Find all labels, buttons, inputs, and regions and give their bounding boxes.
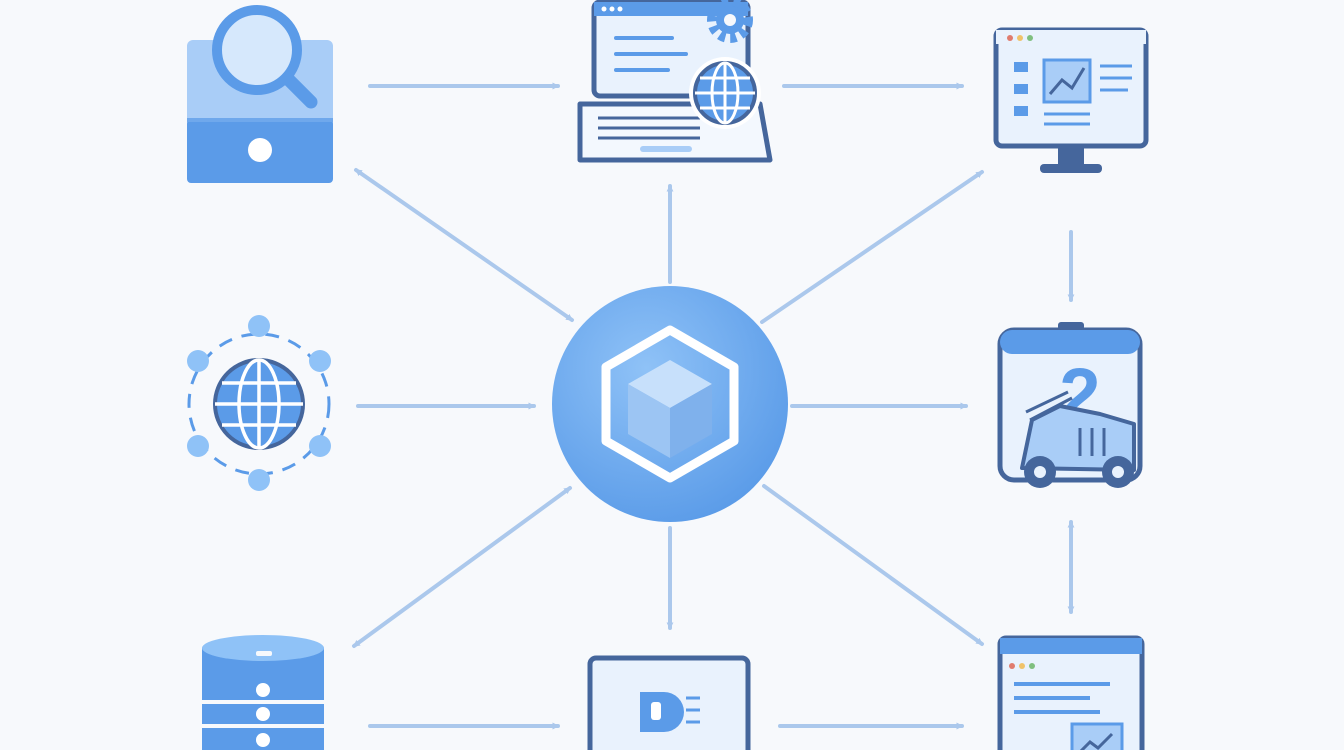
edges	[352, 82, 1075, 730]
edge-center-database	[352, 486, 572, 648]
database-icon	[202, 635, 324, 750]
network-globe-icon	[187, 315, 331, 491]
cube-icon	[601, 325, 739, 483]
machine-number-icon: 2	[997, 322, 1143, 488]
gear-icon	[707, 0, 753, 43]
monitor-chart-icon	[993, 27, 1149, 173]
globe-icon	[689, 57, 761, 129]
edge-center-search	[354, 168, 574, 322]
edge-center-to-monitor	[760, 170, 984, 324]
globe-icon	[213, 358, 305, 450]
center-node	[552, 286, 788, 522]
tablet-app-icon	[587, 655, 751, 750]
search-server-icon	[187, 5, 333, 183]
browser-document-icon	[997, 635, 1145, 750]
edge-center-to-document	[762, 484, 984, 646]
laptop-globe-gear-icon	[577, 0, 773, 163]
